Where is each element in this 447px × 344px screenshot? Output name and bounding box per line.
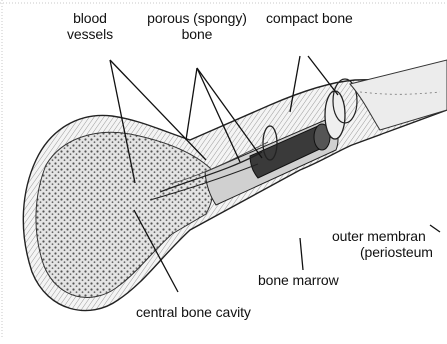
label-porous-line2: bone <box>136 26 258 42</box>
label-blood-vessels-line2: vessels <box>60 26 120 42</box>
label-compact-bone: compact bone <box>266 10 353 26</box>
spongy-bone-head <box>36 132 214 297</box>
label-blood-vessels-line1: blood <box>60 10 120 26</box>
label-porous-bone: porous (spongy) bone <box>136 10 258 42</box>
label-central-bone-cavity: central bone cavity <box>136 304 251 320</box>
leader-marrow <box>300 238 303 270</box>
label-outer-membrane-line2: (periosteum <box>332 244 433 260</box>
label-outer-membrane-line1: outer membran <box>332 228 433 244</box>
leader-porous-a <box>186 68 197 140</box>
compact-ring-2 <box>325 91 345 139</box>
label-outer-membrane: outer membran (periosteum <box>332 228 433 260</box>
label-porous-line1: porous (spongy) <box>136 10 258 26</box>
label-blood-vessels: blood vessels <box>60 10 120 42</box>
label-bone-marrow: bone marrow <box>258 272 339 288</box>
